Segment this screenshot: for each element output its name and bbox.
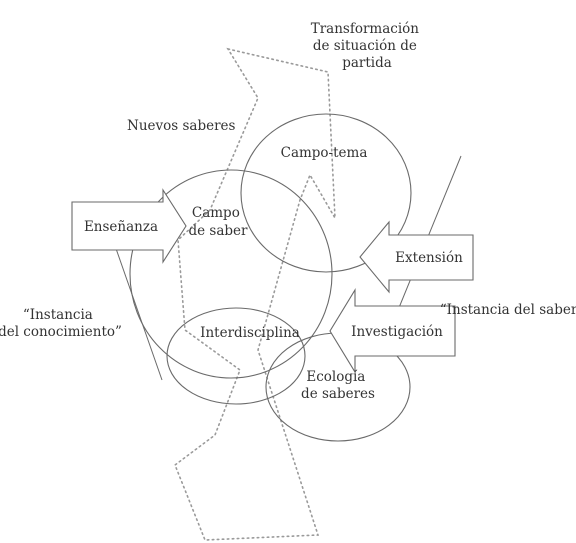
left-diagonal-line [112, 239, 163, 381]
campo-tema-label: Campo-tema [281, 145, 368, 161]
ensenanza-label: Enseñanza [84, 219, 158, 235]
nuevos-saberes-label: Nuevos saberes [127, 118, 236, 134]
ensenanza-arrow [71, 188, 187, 264]
campo-saber-label: Campo de saber [189, 205, 249, 239]
transformation-path [174, 47, 336, 541]
campo-saber-circle [129, 169, 333, 379]
campo-tema-circle [240, 113, 412, 273]
instancia-conocimiento-label: “Instancia del conocimiento” [0, 307, 122, 340]
investigacion-label: Investigación [351, 324, 443, 340]
interdisciplina-label: Interdisciplina [200, 325, 300, 341]
interdisciplina-circle [166, 307, 306, 405]
investigacion-arrow [329, 288, 456, 374]
ecologia-label: Ecología de saberes [301, 369, 375, 402]
transformacion-label: Transformación de situación de partida [311, 21, 424, 71]
extension-arrow [359, 220, 474, 294]
extension-label: Extensión [395, 250, 463, 266]
instancia-saber-label: “Instancia del saber” [440, 302, 576, 318]
